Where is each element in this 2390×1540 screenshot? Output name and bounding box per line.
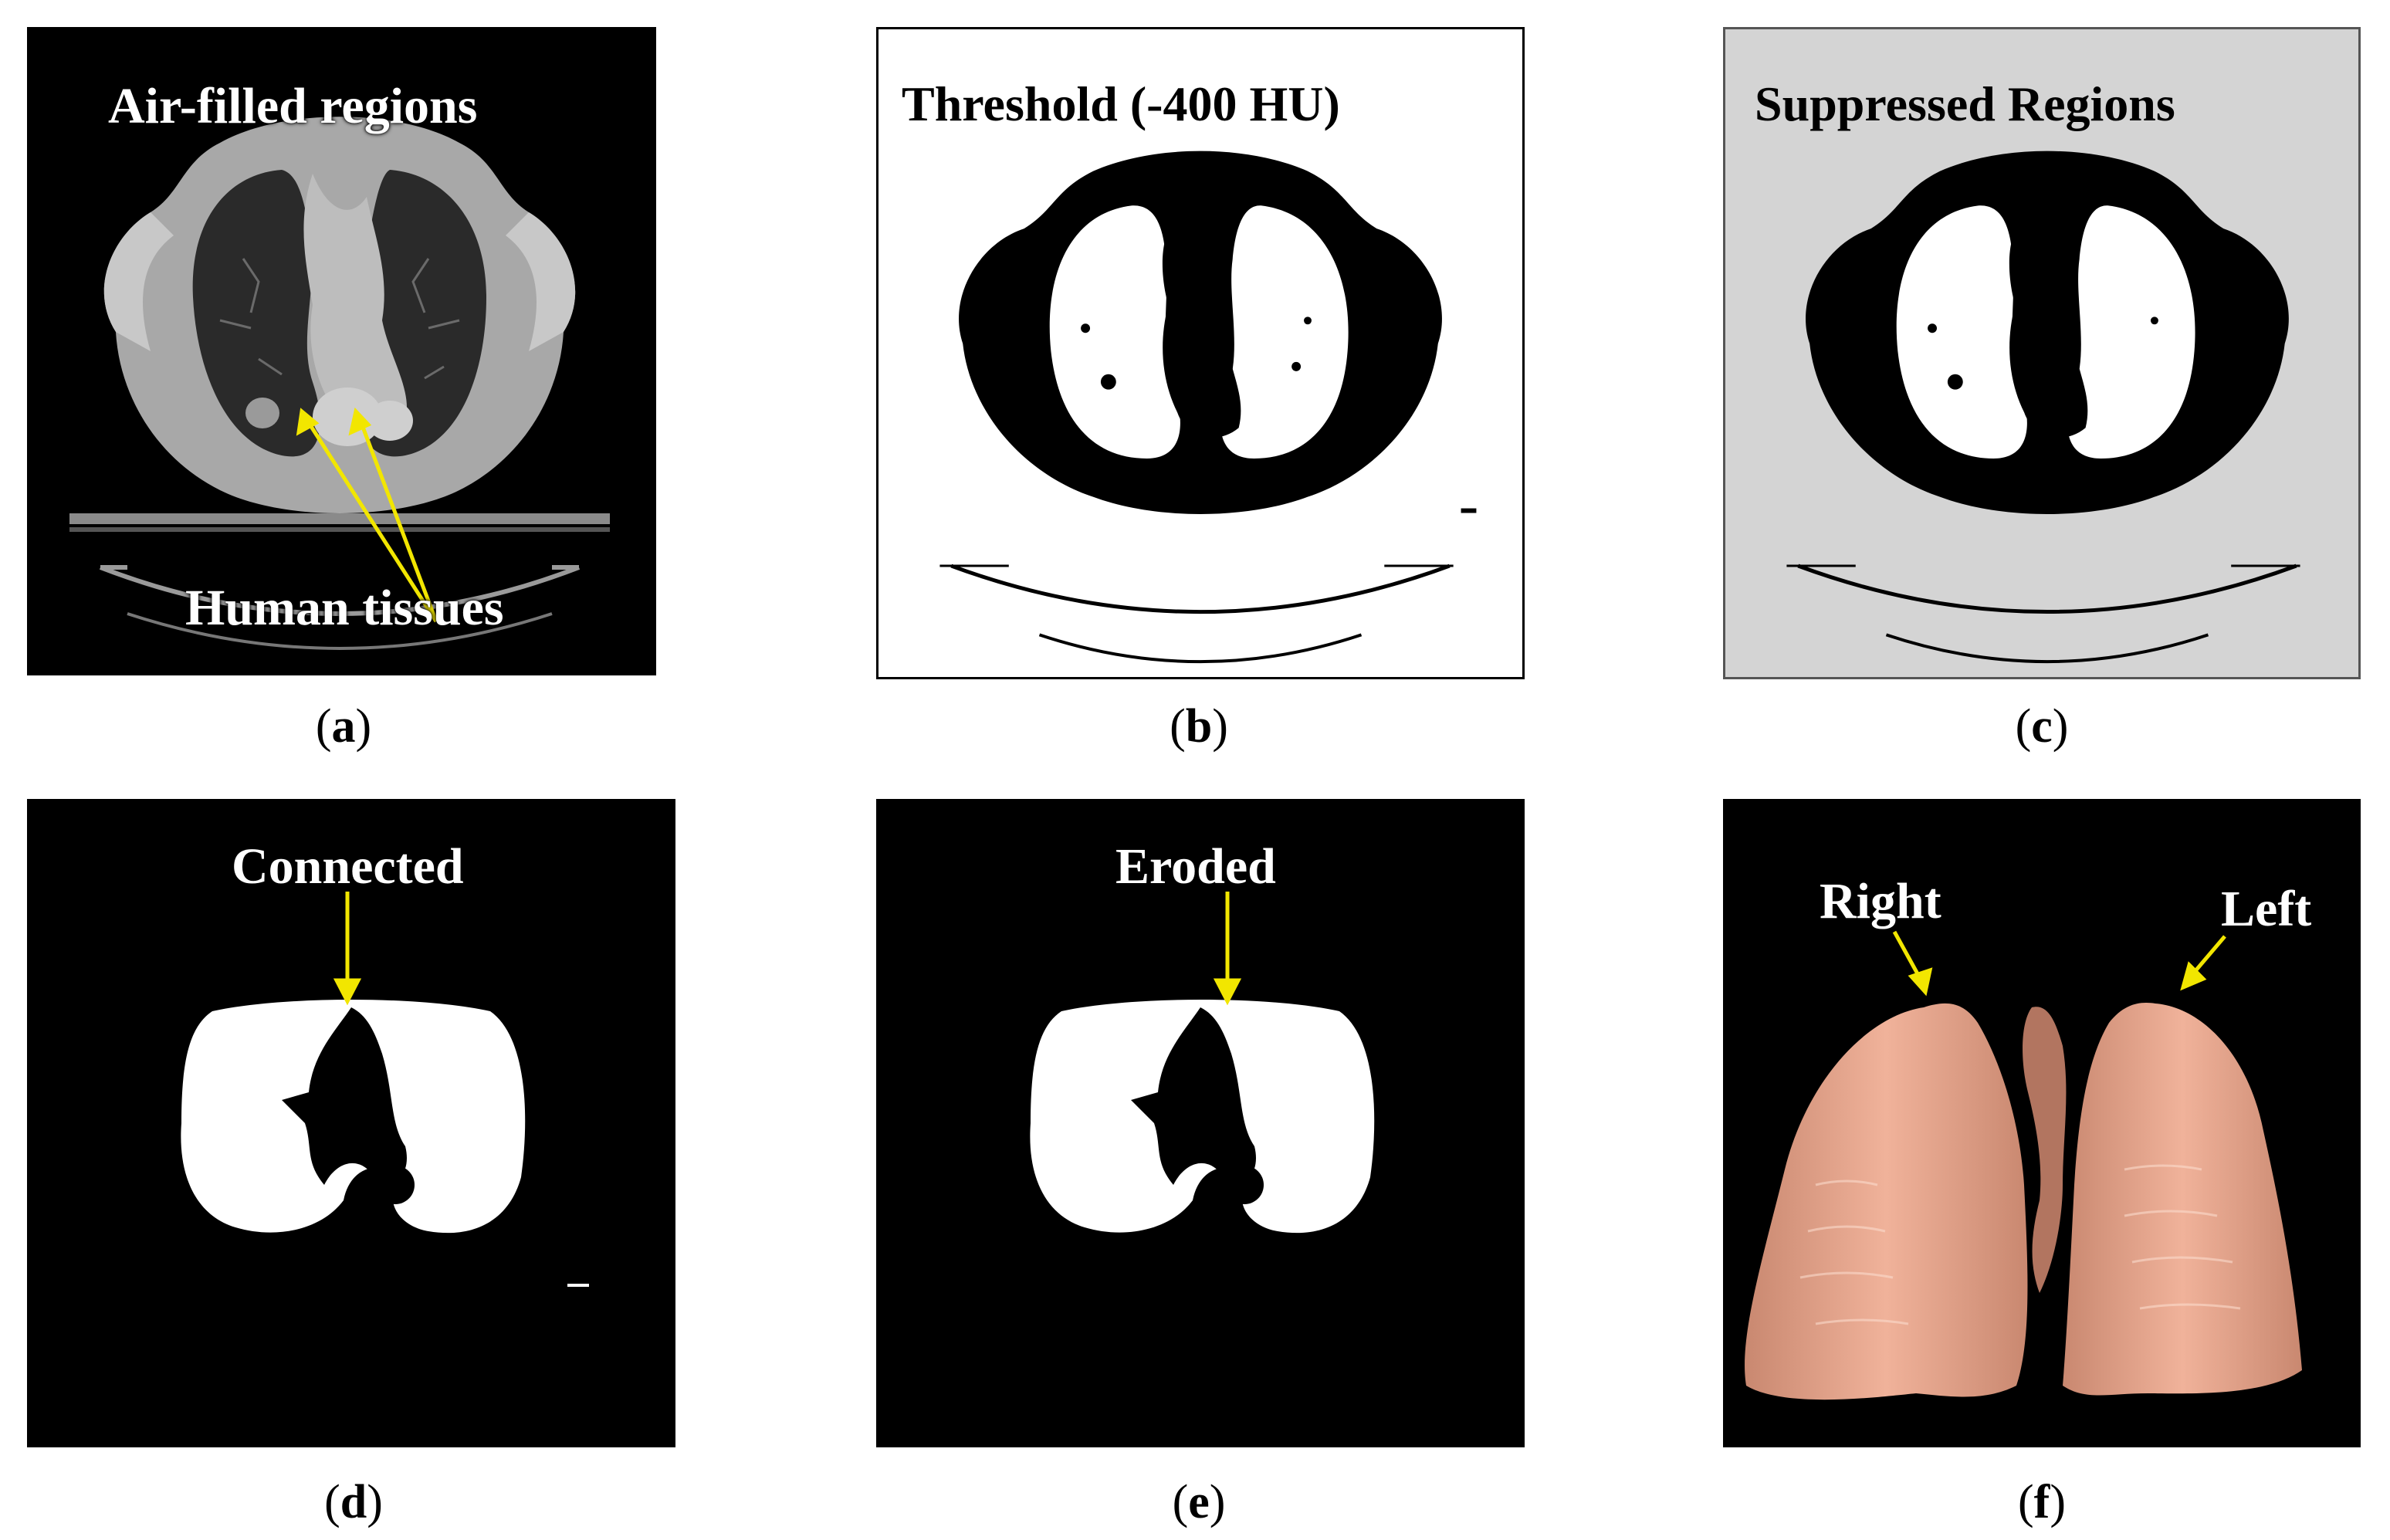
label-left: Left <box>2221 881 2312 937</box>
caption-d: (d) <box>324 1476 383 1528</box>
caption-e: (e) <box>1172 1476 1226 1528</box>
arrow-icon <box>1213 892 1242 1006</box>
ct-scan-image <box>69 117 610 650</box>
connected-mask-image <box>181 892 589 1287</box>
lung-3d-render <box>1745 930 2302 1400</box>
label-eroded: Eroded <box>1115 838 1276 895</box>
label-air-filled-regions: Air-filled regions <box>108 78 478 134</box>
caption-b: (b) <box>1170 700 1228 753</box>
label-human-tissues: Human tissues <box>185 580 504 636</box>
caption-f: (f) <box>2018 1476 2066 1528</box>
panel-a-ct-scan: Air-filled regions Human tissues <box>27 27 656 675</box>
panel-e-eroded: Eroded <box>876 799 1525 1447</box>
suppressed-image <box>1786 151 2300 663</box>
panel-b-threshold: Threshold (-400 HU) <box>876 27 1525 679</box>
label-connected: Connected <box>232 838 464 895</box>
arrow-icon <box>333 892 362 1006</box>
arrow-icon <box>1892 930 2226 997</box>
label-suppressed-regions: Suppressed Regions <box>1755 76 2175 131</box>
panel-d-connected: Connected <box>27 799 675 1447</box>
arrow-icon <box>296 407 438 623</box>
label-threshold: Threshold (-400 HU) <box>902 76 1340 131</box>
eroded-mask-image <box>1030 892 1375 1234</box>
label-right: Right <box>1820 873 1941 929</box>
caption-c: (c) <box>2015 700 2069 753</box>
threshold-image <box>939 151 1477 664</box>
caption-a: (a) <box>315 700 372 753</box>
panel-f-3d-lungs: Right Left <box>1723 799 2361 1447</box>
panel-c-suppressed: Suppressed Regions <box>1723 27 2361 679</box>
